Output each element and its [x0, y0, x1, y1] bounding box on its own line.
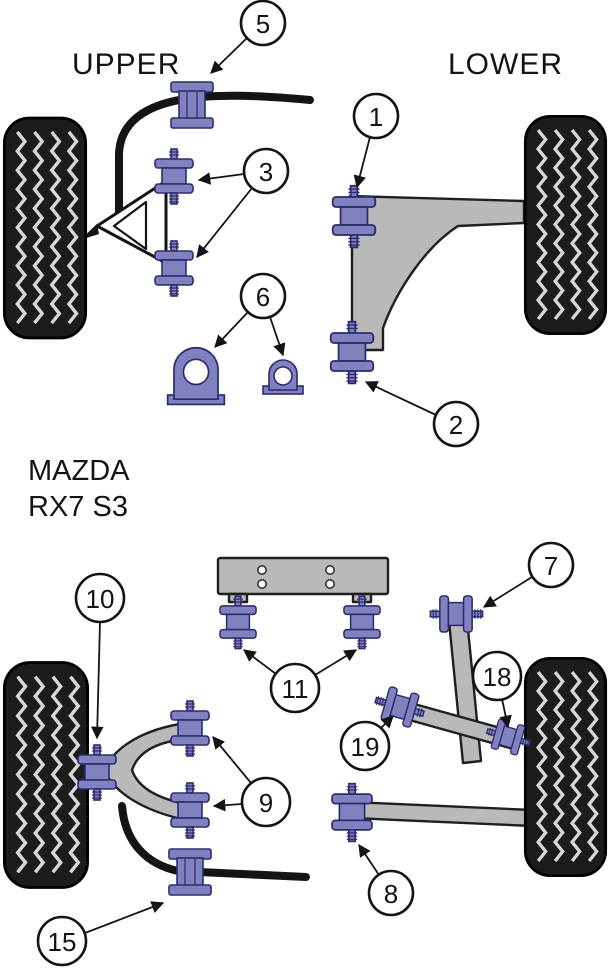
callout-circle: [242, 147, 290, 195]
callout-number: 2: [449, 410, 463, 440]
callout-circle: [240, 776, 292, 828]
rear-subframe-mount-bracket: [216, 556, 390, 604]
bolt-hole: [256, 578, 267, 589]
callout-2-arrow: [364, 381, 437, 416]
callout-8: 8: [358, 843, 415, 917]
callout-11-arrow-1: [242, 649, 277, 675]
callout-number: 15: [48, 927, 77, 957]
callout-7-arrow: [482, 576, 533, 608]
callout-number: 19: [351, 732, 380, 762]
callout-circle: [471, 650, 523, 702]
callout-number: 5: [256, 9, 270, 39]
label-lower: LOWER: [448, 48, 563, 81]
model-name-line1: MAZDA: [28, 455, 130, 487]
callout-number: 11: [282, 674, 309, 704]
bolt-hole: [256, 564, 267, 575]
callout-number: 3: [259, 157, 273, 187]
callout-number: 18: [483, 662, 512, 692]
callout-1-arrow: [353, 136, 371, 189]
callout-circle: [239, 272, 287, 320]
callout-1: 1: [352, 92, 400, 189]
bolt-hole: [324, 564, 335, 575]
callout-6-arrow-2: [269, 316, 286, 357]
callout-circle: [74, 572, 126, 624]
front-upper-control-arm: [80, 179, 168, 265]
bolt-hole: [324, 578, 335, 589]
label-upper: UPPER: [72, 48, 180, 81]
callout-number: 8: [384, 879, 398, 909]
callout-5-arrow: [210, 37, 248, 74]
arm-inner-cutout: [112, 200, 148, 251]
callout-circle: [527, 541, 575, 589]
callout-19: 19: [339, 715, 394, 772]
callout-6-arrow-1: [214, 311, 249, 348]
model-name-line2: RX7 S3: [28, 491, 128, 523]
callout-number: 9: [259, 788, 273, 818]
tire-rear-left: [4, 663, 87, 888]
callout-7: 7: [482, 541, 575, 608]
callout-circle: [352, 92, 400, 140]
callout-circle: [339, 720, 391, 772]
callout-19-arrow: [380, 715, 394, 729]
tire-rear-right: [525, 658, 605, 875]
callout-5: 5: [210, 0, 287, 74]
callout-circle: [432, 400, 480, 448]
callout-3-arrow-1: [197, 172, 245, 185]
callout-number: 7: [544, 551, 558, 581]
callout-number: 1: [369, 102, 383, 132]
callout-10: 10: [74, 572, 126, 740]
callout-2: 2: [364, 381, 480, 448]
bushing-5-arb-mount: [170, 81, 214, 129]
callout-9: 9: [212, 736, 292, 828]
front-lower-control-arm: [348, 194, 526, 352]
callout-18: 18: [471, 650, 523, 729]
tire-front-left: [4, 118, 85, 338]
callout-11: 11: [242, 649, 358, 714]
callout-circle: [367, 869, 415, 917]
callout-number: 6: [256, 282, 270, 312]
callout-10-arrow: [90, 621, 104, 740]
bracket-plate: [216, 556, 390, 596]
callout-circle: [239, 0, 287, 47]
callout-18-arrow: [499, 698, 512, 729]
rear-trailing-bar: [350, 800, 534, 828]
callout-circle: [36, 915, 88, 967]
bushing-11-left: [219, 595, 257, 650]
callout-9-arrow-2: [212, 798, 243, 812]
callout-11-arrow-2: [314, 649, 358, 676]
callout-3-arrow-2: [196, 187, 253, 258]
callout-15-arrow: [84, 901, 165, 934]
callout-8-arrow: [358, 843, 380, 876]
bushing-11-right: [343, 595, 381, 650]
callout-9-arrow-1: [212, 736, 252, 784]
tire-front-right: [525, 116, 605, 333]
rear-upper-link: [447, 617, 483, 765]
callout-circle: [269, 662, 321, 714]
callout-number: 10: [86, 584, 115, 614]
bushing-6-small-bracket: [262, 359, 304, 395]
callout-15: 15: [36, 901, 165, 967]
bushing-6-large-bracket: [166, 346, 226, 406]
callout-6: 6: [214, 272, 287, 357]
callout-3: 3: [196, 147, 290, 258]
